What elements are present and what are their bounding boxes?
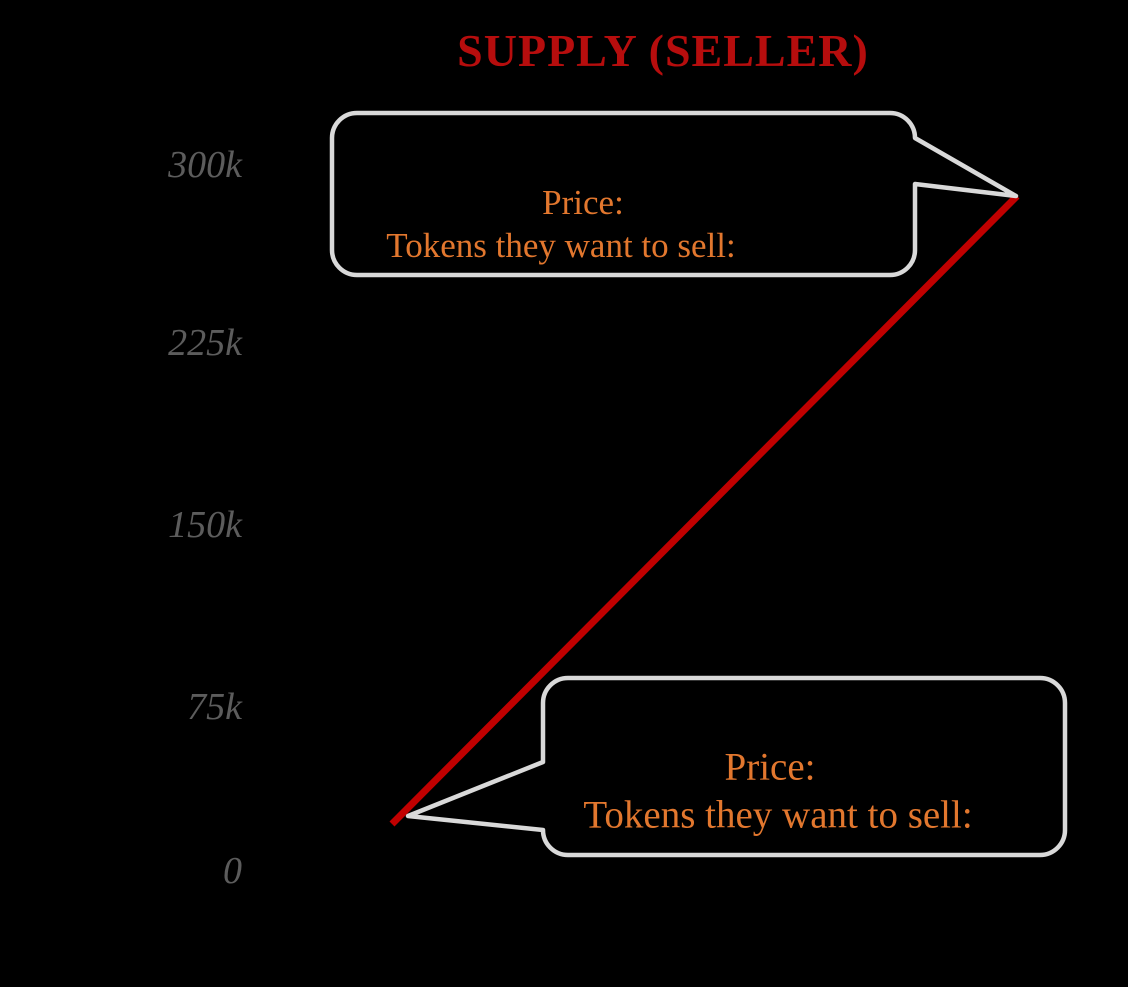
y-axis-tick-label-225k: 225k <box>168 322 242 364</box>
y-axis-tick-label-150k: 150k <box>168 504 242 546</box>
chart-title: SUPPLY (SELLER) <box>457 25 869 76</box>
y-axis-tick-label-300k: 300k <box>168 144 242 186</box>
y-axis-tick-label-75k: 75k <box>187 686 242 728</box>
bottom-callout-bubble <box>405 675 1068 858</box>
top-callout-bubble <box>329 110 1019 278</box>
supply-line <box>389 193 1020 827</box>
bottom-callout-tokens-label: Tokens they want to sell: <box>583 793 973 837</box>
top-callout-price-label: Price: <box>542 183 624 222</box>
top-callout-tokens-label: Tokens they want to sell: <box>386 226 736 265</box>
y-axis-tick-label-0: 0 <box>223 850 242 892</box>
bottom-callout-price-label: Price: <box>724 745 816 789</box>
